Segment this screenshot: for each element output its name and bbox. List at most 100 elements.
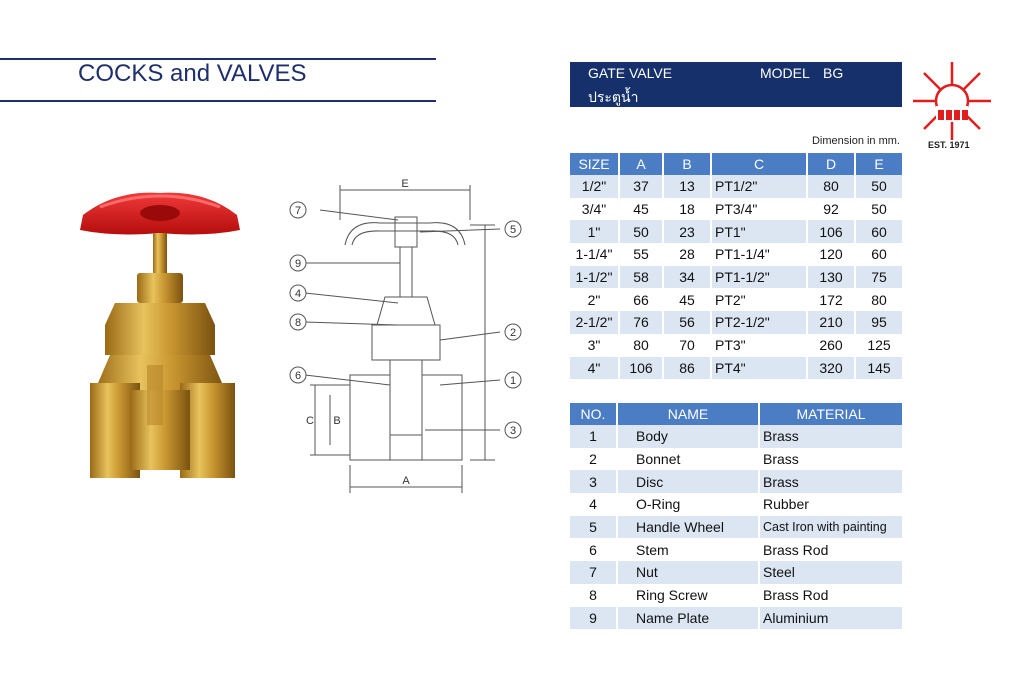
table-cell: 3/4" [570, 197, 620, 221]
table-cell: 172 [808, 288, 856, 312]
table-cell: PT3/4" [712, 197, 808, 221]
table-cell: Ring Screw [618, 583, 760, 607]
table-cell: Body [618, 425, 760, 448]
table-cell: 80 [620, 333, 664, 357]
table-cell: PT3" [712, 333, 808, 357]
table-cell: 2 [570, 447, 618, 471]
table-cell: 1-1/4" [570, 243, 620, 266]
table-cell: 260 [808, 333, 856, 357]
table-cell: Aluminium [760, 606, 902, 630]
table-cell: 86 [664, 356, 712, 380]
page-title: COCKS and VALVES [78, 60, 307, 87]
table-cell: 28 [664, 243, 712, 266]
table-cell: Handle Wheel [618, 515, 760, 539]
table-cell: Rubber [760, 493, 902, 516]
table-cell: 6 [570, 538, 618, 562]
name-col-header: NAME [618, 403, 760, 425]
table-cell: Nut [618, 561, 760, 584]
table-cell: Steel [760, 561, 902, 584]
c-col-header: C [712, 153, 808, 175]
drawing-label: 2 [510, 327, 516, 339]
drawing-label: 4 [295, 288, 301, 300]
table-cell: 13 [664, 175, 712, 198]
table-cell: Bonnet [618, 447, 760, 471]
drawing-label: 6 [295, 370, 301, 382]
table-cell: 37 [620, 175, 664, 198]
table-cell: 5 [570, 515, 618, 539]
table-cell: 80 [856, 288, 902, 312]
table-cell: O-Ring [618, 493, 760, 516]
table-cell: 23 [664, 220, 712, 244]
product-header: GATE VALVE MODEL BG ประตูน้ำ [570, 62, 902, 107]
b-col-header: B [664, 153, 712, 175]
table-cell: 3" [570, 333, 620, 357]
no-col-header: NO. [570, 403, 618, 425]
table-cell: 1/2" [570, 175, 620, 198]
sun-star-logo-icon [913, 62, 991, 140]
table-cell: 80 [808, 175, 856, 198]
table-cell: 95 [856, 311, 902, 334]
table-cell: Brass Rod [760, 538, 902, 562]
table-cell: 9 [570, 606, 618, 630]
table-cell: 92 [808, 197, 856, 221]
gate-valve-drawing: 7 9 4 8 6 5 2 1 3 E A C B [289, 178, 522, 493]
table-cell: 60 [856, 243, 902, 266]
table-cell: 106 [808, 220, 856, 244]
table-cell: 76 [620, 311, 664, 334]
table-cell: 58 [620, 265, 664, 289]
logo-established: EST. 1971 [928, 140, 970, 150]
drawing-label: 3 [510, 425, 516, 437]
table-cell: PT2-1/2" [712, 311, 808, 334]
drawing-dim-label: A [402, 475, 410, 487]
table-cell: Brass [760, 425, 902, 448]
table-cell: 50 [856, 197, 902, 221]
table-cell: 45 [664, 288, 712, 312]
table-cell: 75 [856, 265, 902, 289]
table-cell: 120 [808, 243, 856, 266]
dimension-note: Dimension in mm. [811, 135, 900, 147]
table-cell: 2" [570, 288, 620, 312]
drawing-dim-label: C [306, 415, 314, 427]
table-cell: 34 [664, 265, 712, 289]
product-name: GATE VALVE [588, 65, 673, 81]
table-cell: 4 [570, 493, 618, 516]
table-cell: 145 [856, 356, 902, 380]
table-cell: Brass Rod [760, 583, 902, 607]
table-cell: 8 [570, 583, 618, 607]
table-cell: 4" [570, 356, 620, 380]
drawing-label: 9 [295, 258, 301, 270]
table-cell: 45 [620, 197, 664, 221]
gate-valve-photo [80, 192, 240, 478]
table-cell: PT4" [712, 356, 808, 380]
table-cell: 18 [664, 197, 712, 221]
title-top-rule [0, 58, 436, 60]
table-cell: 1 [570, 425, 618, 448]
table-cell: 50 [856, 175, 902, 198]
table-cell: 1-1/2" [570, 265, 620, 289]
table-cell: 2-1/2" [570, 311, 620, 334]
table-cell: 66 [620, 288, 664, 312]
table-cell: 125 [856, 333, 902, 357]
table-cell: 60 [856, 220, 902, 244]
table-cell: PT1/2" [712, 175, 808, 198]
table-cell: 130 [808, 265, 856, 289]
table-cell: Name Plate [618, 606, 760, 630]
drawing-label: 7 [295, 205, 301, 217]
drawing-label: 8 [295, 317, 301, 329]
